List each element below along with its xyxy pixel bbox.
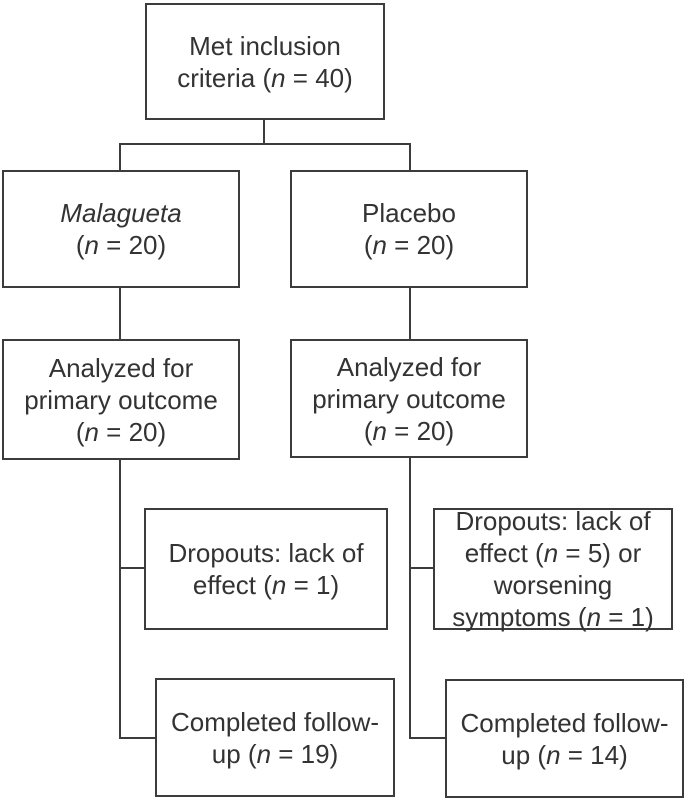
connector-right-to-completed xyxy=(409,737,445,739)
connector-right-to-dropouts xyxy=(409,567,433,569)
connector-branch-to-malagueta xyxy=(119,143,121,170)
connector-left-trunk xyxy=(119,460,121,739)
box-placebo-arm: Placebo(n = 20) xyxy=(290,170,528,288)
connector-malagueta-to-analyzed xyxy=(119,288,121,339)
box-placebo-arm-label: Placebo(n = 20) xyxy=(362,198,456,260)
connector-branch-to-placebo xyxy=(409,143,411,170)
connector-placebo-to-analyzed xyxy=(409,288,411,339)
box-malagueta-arm: Malagueta(n = 20) xyxy=(2,170,240,288)
connector-top-to-branch xyxy=(263,120,265,145)
box-completed-followup-placebo: Completed follow-up (n = 14) xyxy=(445,679,684,798)
connector-branch-horizontal xyxy=(119,143,411,145)
box-completed-followup-placebo-label: Completed follow-up (n = 14) xyxy=(460,707,669,770)
box-completed-followup-malagueta: Completed follow-up (n = 19) xyxy=(155,678,395,797)
box-malagueta-arm-label: Malagueta(n = 20) xyxy=(60,198,182,260)
box-completed-followup-malagueta-label: Completed follow-up (n = 19) xyxy=(170,706,380,769)
connector-left-to-completed xyxy=(119,737,155,739)
connector-left-to-dropouts xyxy=(119,567,144,569)
connector-right-trunk xyxy=(409,458,411,739)
